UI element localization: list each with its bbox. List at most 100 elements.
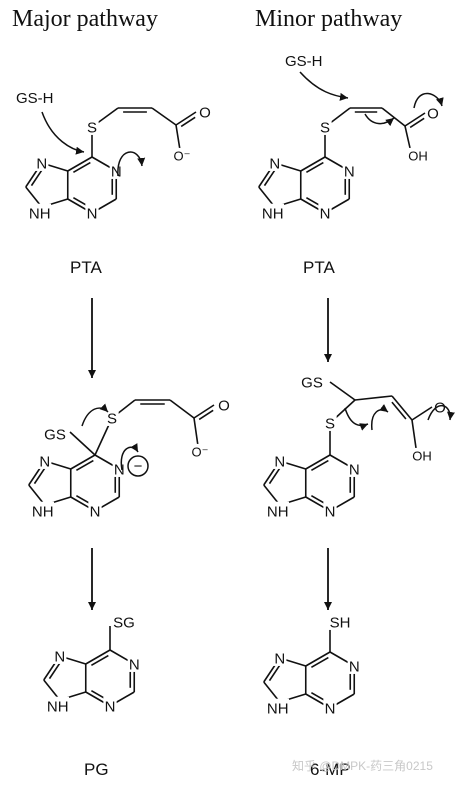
purine-bond: [25, 186, 43, 208]
atom-label-background: [127, 654, 141, 672]
sulfur-atom-intermediate-major: S: [107, 410, 117, 427]
atom-label-background: [85, 203, 99, 221]
carboxyl-bond: [381, 107, 406, 127]
atom-label-background: [112, 459, 126, 477]
atom-label-background: [342, 161, 356, 179]
carboxylate-oxygen-intermediate-major: O⁻: [192, 445, 209, 460]
ring-nitrogen-n3-mp: N: [325, 700, 336, 717]
n-lone-pair-arrow-major: [120, 443, 139, 471]
gs-bond: [329, 381, 356, 401]
glutathione-substituent-pg: SG: [113, 614, 135, 631]
purine-bond: [263, 484, 281, 506]
s-c-cleave-arrow-major: [81, 403, 109, 427]
alkene-push-arrow-minor: [364, 113, 395, 127]
sulfur-atom-intermediate-minor: S: [325, 415, 335, 432]
minor-pathway-heading: Minor pathway: [255, 6, 402, 32]
atom-label-background: [171, 147, 193, 163]
carbonyl-bond: [193, 404, 215, 419]
glutathione-group-intermediate-major: GS: [44, 426, 66, 443]
atom-label-background: [189, 443, 211, 459]
atom-label-background: [266, 698, 290, 716]
atom-label-background: [347, 656, 361, 674]
purine-bond: [263, 681, 281, 703]
atom-label-background: [105, 408, 119, 426]
purine-bond: [70, 454, 96, 470]
ring-nh-n9-pta-major: NH: [29, 205, 51, 222]
atom-label-background: [266, 501, 290, 519]
ring-nitrogen-n1-intermediate-major: N: [114, 461, 125, 478]
double-bond-line: [263, 168, 277, 187]
atom-label-background: [323, 413, 337, 431]
atom-label-background: [328, 612, 352, 630]
double-bond-line: [198, 409, 214, 421]
double-bond-line: [180, 116, 196, 128]
double-bond-line: [310, 656, 329, 669]
glutathione-group-intermediate-minor: GS: [301, 374, 323, 391]
atom-label-background: [112, 612, 136, 630]
atom-label-background: [35, 153, 49, 171]
enol-bond: [391, 395, 413, 421]
atom-label-background: [407, 147, 429, 163]
double-bond-line: [268, 663, 282, 682]
atom-label-background: [273, 648, 287, 666]
purine-bond: [258, 186, 276, 208]
arrow-group: [41, 71, 455, 610]
ring-nitrogen-n1-mp: N: [349, 658, 360, 675]
c-s-cleave-arrow-minor: [344, 407, 369, 431]
atom-label-background: [46, 696, 70, 714]
carboxylate-oxygen-pta-major: O⁻: [174, 149, 191, 164]
compound-label-pta-minor: PTA: [303, 258, 335, 277]
atom-label-background: [318, 203, 332, 221]
atom-label-background: [103, 696, 117, 714]
label-group: NNNNHSOO⁻NNNNHSOOHNNNNHSOO⁻GS−NNNNHSOOHG…: [28, 102, 447, 717]
double-bond-line: [75, 459, 94, 472]
ring-nitrogen-n7-intermediate-major: N: [39, 453, 50, 470]
n1-push-arrow-major: [117, 151, 146, 177]
carbonyl-bond: [404, 112, 426, 127]
gsh-reagent-label-major: GS-H: [16, 90, 54, 107]
gsh-attack-arrow-major: [41, 111, 85, 155]
gsh-reagent-label-minor: GS-H: [285, 53, 323, 70]
double-bond-line: [30, 168, 44, 187]
negative-charge-circle: [127, 455, 149, 477]
gsh-attack-arrow-minor: [299, 71, 349, 101]
atom-label-background: [273, 451, 287, 469]
ring-nitrogen-n3-pta-major: N: [87, 205, 98, 222]
hydroxyl-oxygen-pta-minor: OH: [408, 149, 428, 164]
atom-label-background: [88, 501, 102, 519]
carbonyl-push-arrow-minor: [413, 92, 444, 109]
atom-label-background: [28, 203, 52, 221]
gs-bond: [69, 431, 96, 456]
atom-label-background: [268, 153, 282, 171]
ring-nh-n9-intermediate-minor: NH: [267, 503, 289, 520]
ring-nitrogen-n7-pta-major: N: [36, 155, 47, 172]
atom-label-background: [300, 372, 324, 390]
carboxyl-bond: [169, 399, 195, 419]
atom-label-background: [323, 501, 337, 519]
ring-nitrogen-n1-intermediate-minor: N: [349, 461, 360, 478]
double-bond-line: [90, 654, 109, 667]
watermark-text: 知乎 @DMPK-药三角0215: [292, 759, 433, 773]
compound-label-pta-major: PTA: [70, 258, 102, 277]
purine-bond: [305, 454, 331, 470]
ring-nitrogen-n3-intermediate-minor: N: [325, 503, 336, 520]
purine-bond: [28, 484, 46, 506]
ring-nh-n9-pg: NH: [47, 698, 69, 715]
negative-charge-sign: −: [134, 458, 143, 475]
double-bond-line: [409, 117, 425, 129]
atom-label-background: [85, 117, 99, 135]
ring-nitrogen-n1-pta-major: N: [111, 163, 122, 180]
ring-nitrogen-n7-pg: N: [54, 648, 65, 665]
carbonyl-oxygen-pta-major: O: [199, 104, 211, 121]
enol-oh-bond: [411, 419, 417, 449]
atom-label-background: [38, 451, 52, 469]
ring-nh-n9-pta-minor: NH: [262, 205, 284, 222]
atom-label-background: [318, 117, 332, 135]
compound-label-pg: PG: [84, 760, 109, 779]
purine-bond: [305, 651, 331, 667]
atom-label-background: [198, 102, 212, 120]
atom-label-background: [261, 203, 285, 221]
atom-label-background: [43, 424, 67, 442]
compound-label-6mp: 6-MP: [310, 760, 351, 779]
